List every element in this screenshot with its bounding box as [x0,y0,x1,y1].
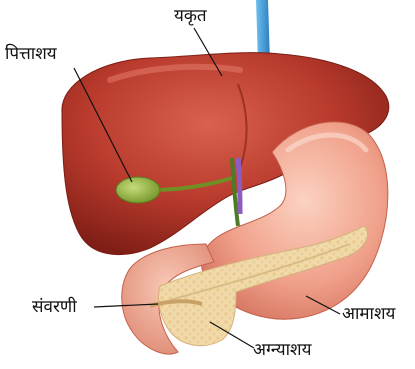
label-sphincter: संवरणी [32,299,77,316]
label-liver: यकृत [174,8,207,25]
gallbladder [116,177,160,203]
label-pancreas: अग्न्याशय [253,342,311,359]
label-stomach: आमाशय [342,306,395,323]
duct-purple [238,158,240,214]
label-gallbladder: पित्ताशय [5,46,57,63]
